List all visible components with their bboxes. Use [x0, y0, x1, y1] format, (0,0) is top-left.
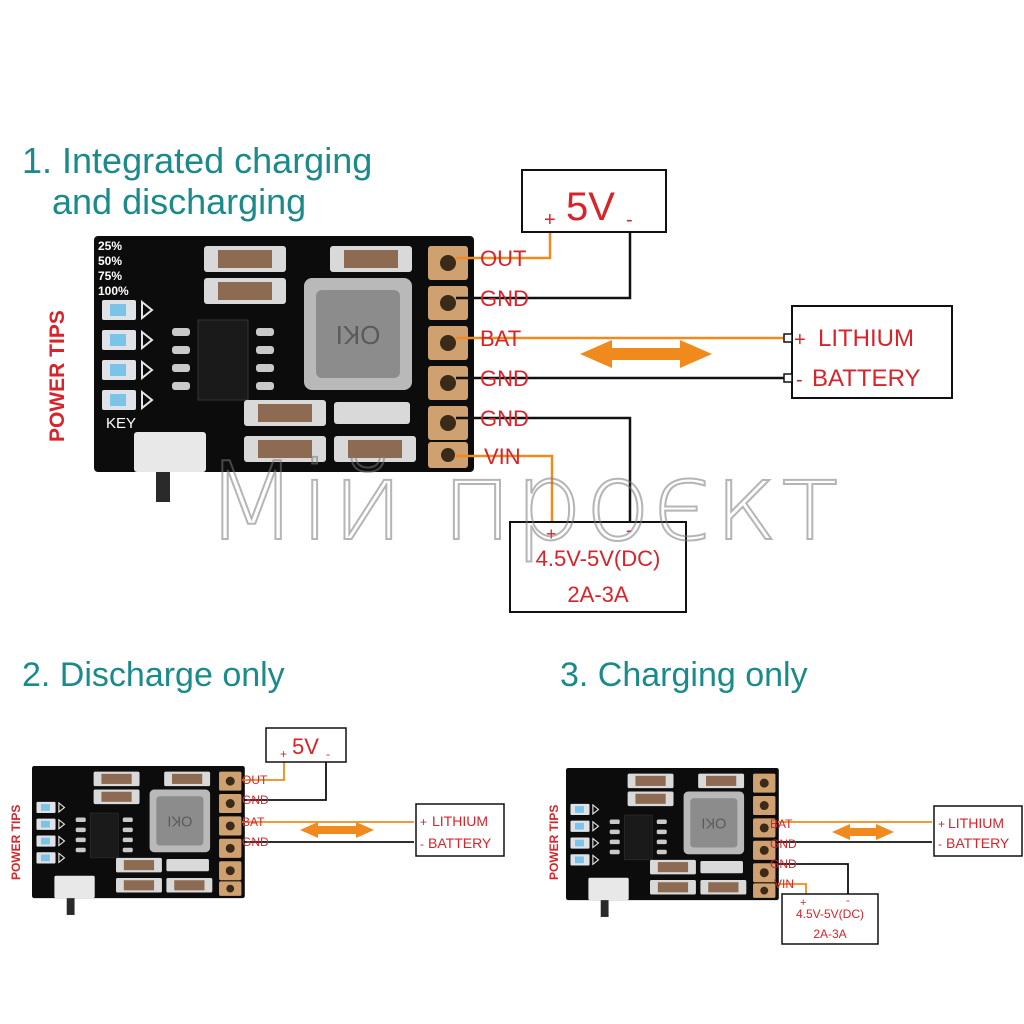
board-charging: [565, 767, 780, 918]
pin-bat-label-2: BAT: [242, 815, 265, 829]
pin-bat-label-3: BAT: [770, 817, 793, 831]
battery-line2-2: BATTERY: [428, 835, 492, 851]
pin-out-label-2: OUT: [242, 773, 268, 787]
battery-minus-sign: -: [796, 369, 803, 391]
input-power-box: [509, 521, 687, 613]
pin-vin-label-3: VIN: [774, 877, 794, 891]
battery-plus-sign-3: +: [938, 817, 945, 831]
output-plus-sign-2: +: [280, 747, 287, 761]
lithium-battery-box-3: [933, 805, 1023, 857]
battery-plus-sign-2: +: [420, 815, 427, 829]
input-voltage: 4.5V-5V(DC): [536, 546, 661, 571]
bidirectional-arrow-icon: [300, 822, 374, 838]
pin-gnd-label: GND: [480, 366, 529, 391]
power-tips-label: POWER TIPS: [46, 310, 69, 442]
heading-integrated: 1. Integrated charging and discharging: [22, 140, 373, 223]
key-label: KEY: [106, 415, 136, 432]
pin-out-label: OUT: [480, 246, 526, 271]
battery-line1: LITHIUM: [818, 325, 914, 352]
power-tips-label-2: POWER TIPS: [9, 805, 23, 880]
output-plus-sign: +: [544, 209, 556, 231]
led-level-50: 50%: [98, 254, 122, 268]
led-level-100: 100%: [98, 284, 129, 298]
battery-line1-3: LITHIUM: [948, 815, 1004, 831]
pin-bat-label: BAT: [480, 326, 521, 351]
output-5v-box: [521, 169, 667, 233]
battery-line2: BATTERY: [812, 365, 920, 392]
bidirectional-arrow-icon: [580, 340, 712, 368]
pin-gnd-label-2: GND: [242, 793, 269, 807]
pin-gnd-label-3b: GND: [770, 857, 797, 871]
battery-plus-sign: +: [794, 329, 806, 351]
bidirectional-arrow-icon: [832, 824, 894, 840]
input-plus-sign: +: [546, 524, 557, 544]
power-tips-label-3: POWER TIPS: [547, 805, 561, 880]
pin-gnd-label-3: GND: [770, 837, 797, 851]
output-5v-box-2: [265, 727, 347, 763]
battery-minus-sign-2: -: [420, 837, 424, 851]
input-current-3: 2A-3A: [813, 927, 846, 941]
pin-gnd-label: GND: [480, 286, 529, 311]
input-minus-sign: -: [626, 520, 632, 540]
watermark: Мій проєкт: [204, 439, 842, 566]
input-plus-sign-3: +: [800, 897, 806, 909]
output-minus-sign: -: [626, 209, 633, 231]
heading-charging: 3. Charging only: [560, 656, 808, 694]
battery-line2-3: BATTERY: [946, 835, 1010, 851]
output-voltage-2: 5V: [292, 734, 319, 759]
pin-gnd-label: GND: [480, 406, 529, 431]
led-level-25: 25%: [98, 239, 122, 253]
battery-line1-2: LITHIUM: [432, 813, 488, 829]
input-power-box-3: [781, 893, 879, 945]
lithium-battery-box-2: [415, 803, 505, 857]
input-current: 2A-3A: [567, 582, 628, 607]
lithium-battery-box: [791, 305, 953, 399]
output-minus-sign-2: -: [326, 747, 330, 761]
pin-gnd-label-2b: GND: [242, 835, 269, 849]
input-minus-sign-3: -: [846, 895, 850, 907]
pin-vin-label: VIN: [484, 444, 521, 469]
led-level-75: 75%: [98, 269, 122, 283]
board-discharge: [31, 765, 246, 916]
output-voltage: 5V: [566, 185, 615, 229]
input-voltage-3: 4.5V-5V(DC): [796, 907, 864, 921]
battery-minus-sign-3: -: [938, 837, 942, 851]
heading-discharge: 2. Discharge only: [22, 656, 285, 694]
